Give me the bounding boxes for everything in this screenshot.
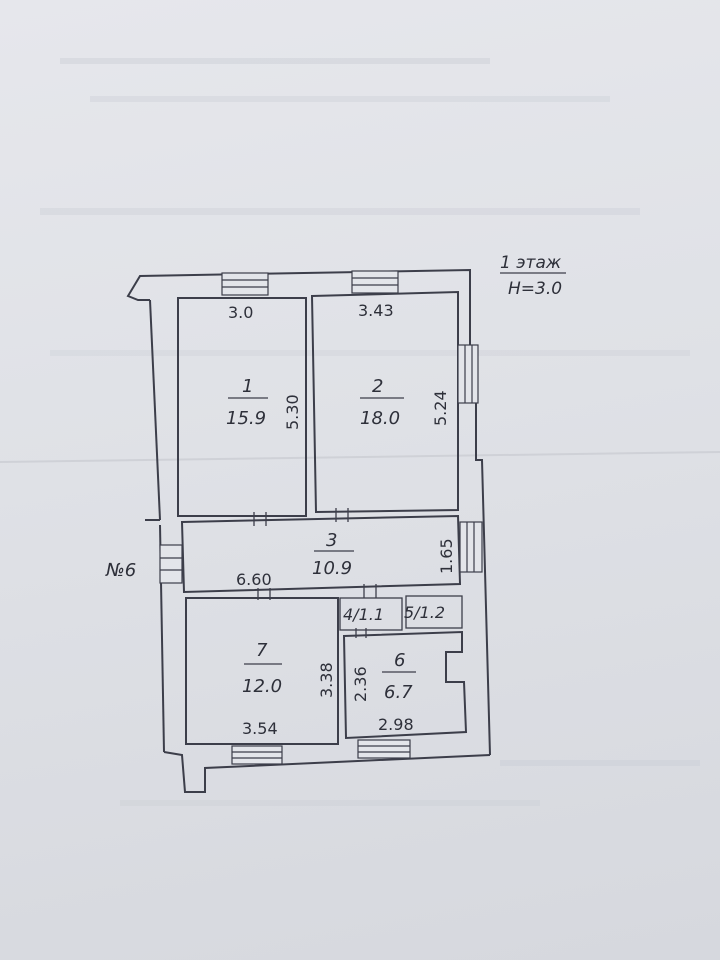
room-6-number: 6 xyxy=(394,650,405,671)
door-room-2-icon xyxy=(335,508,349,522)
bleed-through-text xyxy=(40,58,700,806)
room-7-length: 3.38 xyxy=(317,662,336,698)
room-2-outline xyxy=(310,290,459,514)
room-5-label: 5/1.2 xyxy=(404,603,445,622)
entrance-door-icon xyxy=(159,544,183,584)
room-4-outline xyxy=(339,597,403,631)
room-1-length: 5.30 xyxy=(283,394,302,430)
room-3-length: 1.65 xyxy=(437,538,456,574)
room-3-width: 6.60 xyxy=(236,570,272,589)
interior-walls xyxy=(177,290,468,745)
entrance-number: №6 xyxy=(105,560,136,581)
window-room-1-icon xyxy=(221,272,269,296)
window-room-6-icon xyxy=(357,739,411,759)
window-room-7-icon xyxy=(231,745,283,765)
room-5-outline xyxy=(405,595,463,629)
floor-height: H=3.0 xyxy=(508,279,562,299)
window-room-3-side-icon xyxy=(459,521,483,573)
doors xyxy=(159,508,377,638)
room-6-area: 6.7 xyxy=(384,682,413,703)
room-3-outline xyxy=(180,514,462,594)
window-room-2-icon xyxy=(351,270,399,294)
room-1-outline xyxy=(177,297,307,517)
windows xyxy=(221,270,483,765)
room-4-label: 4/1.1 xyxy=(343,605,384,624)
room-6-length: 2.36 xyxy=(351,666,370,702)
room-7-width: 3.54 xyxy=(242,719,278,738)
room-1-area: 15.9 xyxy=(226,408,266,429)
room-2-length: 5.24 xyxy=(431,390,450,426)
room-7-number: 7 xyxy=(256,640,268,661)
door-room-6-icon xyxy=(355,628,367,638)
room-2-width: 3.43 xyxy=(358,301,394,320)
window-room-2-side-icon xyxy=(457,344,479,404)
paper-fold xyxy=(0,451,720,463)
room-7-outline xyxy=(185,597,339,745)
room-7-area: 12.0 xyxy=(242,676,282,697)
room-1-width: 3.0 xyxy=(228,303,253,322)
room-6-width: 2.98 xyxy=(378,715,414,734)
door-room-1-icon xyxy=(253,512,267,526)
door-room-7-icon xyxy=(257,588,271,600)
room-2-number: 2 xyxy=(372,376,383,397)
floor-title: 1 этаж xyxy=(500,253,562,273)
room-3-area: 10.9 xyxy=(312,558,352,579)
door-room-4-icon xyxy=(363,584,377,598)
room-3-number: 3 xyxy=(326,530,337,551)
room-1-number: 1 xyxy=(242,376,253,397)
room-2-area: 18.0 xyxy=(360,408,400,429)
room-6-outline xyxy=(342,630,468,740)
